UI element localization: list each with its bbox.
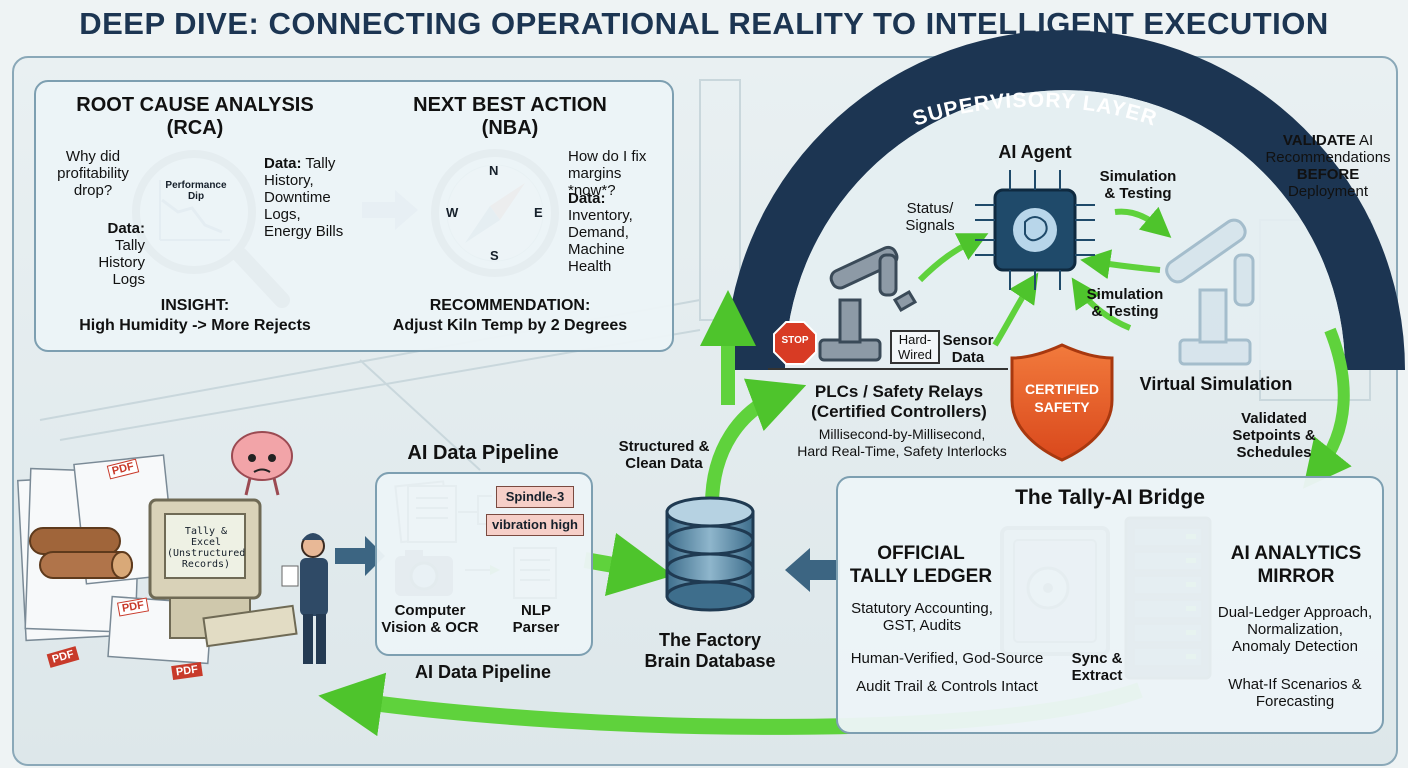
simulation-testing-mid: Simulation& Testing: [1086, 286, 1164, 320]
validate-note: VALIDATE AI Recommendations BEFORE Deplo…: [1265, 132, 1391, 200]
stop-sign-icon: [773, 321, 817, 365]
bridge-title: The Tally-AI Bridge: [1015, 486, 1205, 509]
pipeline-tag-spindle: Spindle-3: [496, 486, 574, 508]
compass-west: W: [446, 205, 459, 220]
compass-east: E: [534, 205, 543, 220]
tally-ai-bridge-card: [836, 476, 1384, 734]
arrow-pipeline-to-db: [583, 532, 674, 596]
what-if-text: What-If Scenarios &Forecasting: [1228, 676, 1362, 710]
old-computer-icon: [148, 498, 298, 648]
statutory-text: Statutory Accounting,GST, Audits: [851, 600, 993, 634]
arrow-db-to-plc: [705, 378, 807, 506]
pipeline-title-bottom: AI Data Pipeline: [414, 662, 552, 682]
compass-north: N: [489, 163, 499, 178]
supervisory-arc: [725, 30, 1405, 370]
database-icon: [665, 496, 755, 612]
millisecond-label: Millisecond-by-Millisecond,Hard Real-Tim…: [797, 426, 1007, 459]
audit-trail-text: Audit Trail & Controls Intact: [856, 678, 1038, 695]
structured-data-label: Structured &Clean Data: [618, 438, 710, 472]
certified-safety-shield-icon: [1010, 343, 1114, 462]
simulation-testing-top: Simulation& Testing: [1099, 168, 1177, 202]
dual-ledger-text: Dual-Ledger Approach,Normalization,Anoma…: [1217, 604, 1373, 655]
rca-insight: INSIGHT:High Humidity -> More Rejects: [79, 297, 311, 334]
pipeline-title-top: AI Data Pipeline: [407, 442, 559, 464]
rca-nba-card: [34, 80, 674, 352]
worker-icon: [281, 533, 328, 664]
sync-extract-label: Sync &Extract: [1071, 650, 1123, 684]
virtual-robot-icon: [1165, 218, 1255, 366]
pipeline-tag-vibration: vibration high: [486, 514, 584, 536]
rca-heading: ROOT CAUSE ANALYSIS (RCA): [76, 94, 314, 139]
arrow-down-right: [1303, 327, 1352, 489]
virtual-simulation-label: Virtual Simulation: [1139, 374, 1293, 394]
confused-brain-icon: [231, 431, 293, 496]
ai-agent-label: AI Agent: [998, 142, 1072, 162]
ai-chip-icon: [975, 170, 1095, 290]
compass-south: S: [490, 248, 499, 263]
status-signals-label: Status/Signals: [905, 200, 955, 234]
arrow-bridge-to-db: [785, 548, 840, 592]
wood-logs-icon: [29, 527, 133, 579]
human-verified-text: Human-Verified, God-Source: [850, 650, 1044, 667]
plc-label: PLCs / Safety Relays(Certified Controlle…: [811, 382, 987, 421]
hard-wired-label: Hard-Wired: [890, 330, 940, 364]
nba-recommendation: RECOMMENDATION:Adjust Kiln Temp by 2 Deg…: [392, 297, 628, 334]
arrow-worker-to-pipeline: [335, 536, 385, 576]
nba-heading: NEXT BEST ACTION(NBA): [413, 94, 607, 139]
robot-arm-icon: [818, 245, 918, 362]
plc-divider: [768, 368, 1008, 370]
stop-label: STOP: [781, 335, 809, 346]
